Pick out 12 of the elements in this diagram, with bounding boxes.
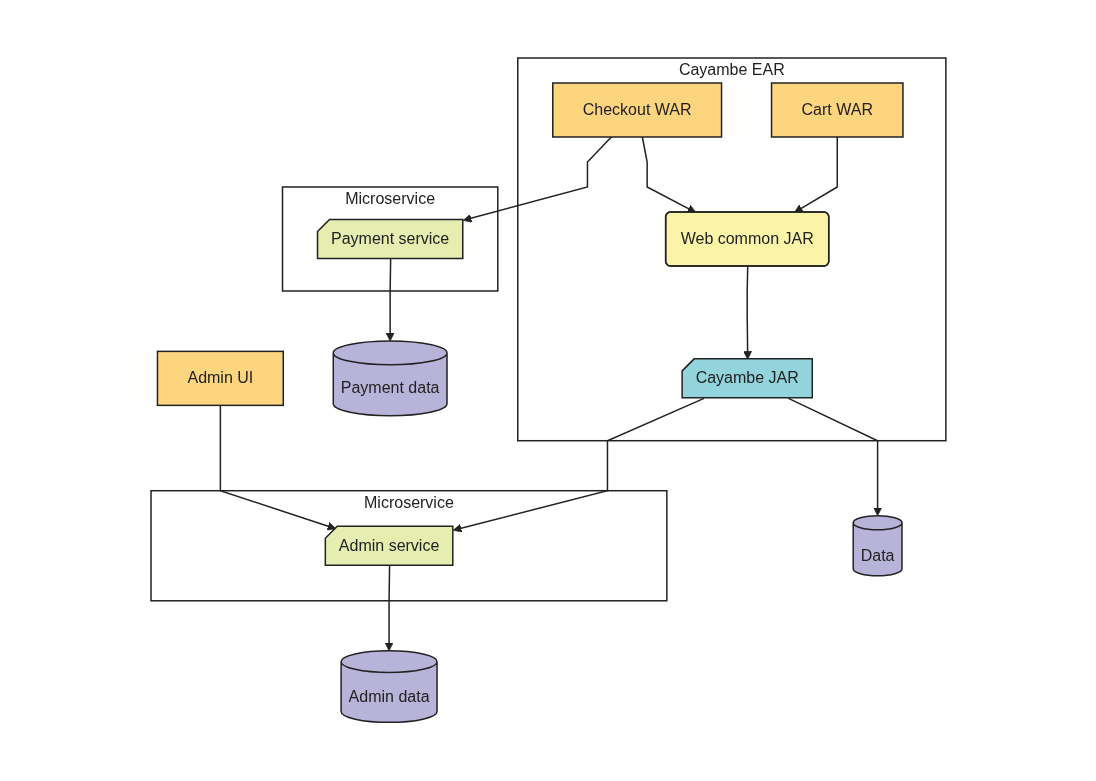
arrow bbox=[452, 397, 705, 533]
node-box: Admin UI bbox=[156, 350, 284, 407]
arrow bbox=[641, 136, 696, 214]
arrow bbox=[219, 404, 336, 531]
arrow bbox=[385, 258, 395, 342]
arrow bbox=[787, 397, 882, 517]
arrow bbox=[793, 136, 838, 214]
arrow bbox=[462, 136, 612, 223]
node-box: Cart WAR bbox=[770, 82, 904, 139]
arrow bbox=[742, 266, 752, 361]
arrow bbox=[384, 565, 394, 652]
node-box: Checkout WAR bbox=[551, 82, 722, 139]
